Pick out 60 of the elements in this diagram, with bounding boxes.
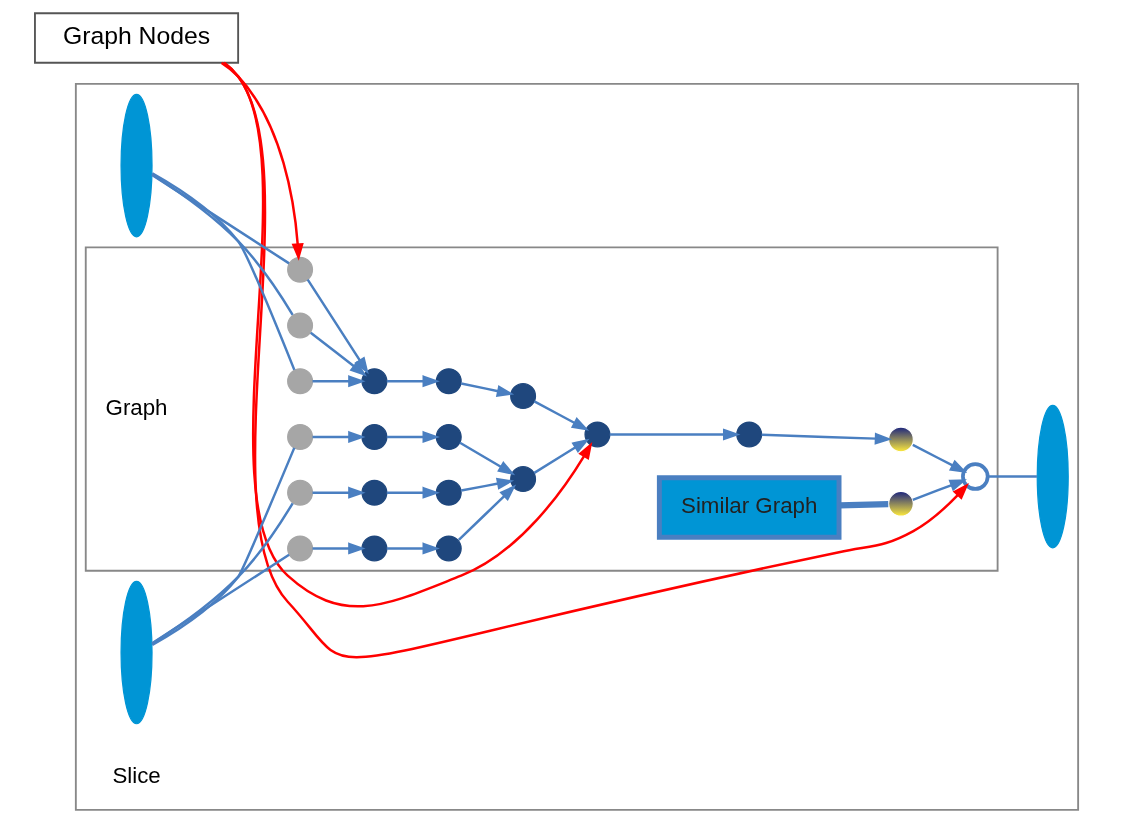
connector <box>839 501 889 509</box>
arrow <box>312 542 366 555</box>
connector <box>151 553 290 645</box>
node-circle <box>435 479 462 506</box>
node-box: Similar Graph <box>656 475 842 540</box>
arrow <box>312 486 366 499</box>
connector <box>151 447 296 646</box>
connector <box>151 173 294 316</box>
node-circle <box>287 479 314 506</box>
node-circle <box>287 423 314 450</box>
node-ellipse <box>120 580 153 725</box>
node-circle <box>287 535 314 562</box>
connector <box>987 475 1037 478</box>
node-ellipse <box>120 93 153 238</box>
node-circle <box>435 368 462 395</box>
node-circle <box>361 479 388 506</box>
node-circle <box>435 423 462 450</box>
arrow <box>386 430 440 444</box>
arrow <box>459 441 516 476</box>
arrow <box>223 61 969 659</box>
arrow <box>309 331 367 377</box>
node-ellipse <box>1036 404 1069 549</box>
arrow <box>609 428 741 441</box>
node-circle <box>287 256 314 283</box>
arrow <box>761 432 893 445</box>
connector <box>151 172 296 371</box>
arrow <box>386 542 440 555</box>
node-circle <box>361 535 388 562</box>
arrow <box>533 438 590 474</box>
arrow <box>457 484 517 541</box>
node-circle <box>887 426 914 453</box>
arrow <box>386 486 440 499</box>
node-circle <box>361 423 388 450</box>
node-circle <box>510 466 537 493</box>
arrow <box>312 430 366 444</box>
node-circle <box>287 368 314 395</box>
node-box: Graph Nodes <box>34 12 240 64</box>
cluster <box>74 82 1080 811</box>
node-circle <box>736 421 763 448</box>
arrow <box>912 479 967 501</box>
arrow <box>461 477 515 492</box>
connector <box>151 502 294 645</box>
arrow <box>533 400 590 431</box>
node-circle <box>961 462 990 491</box>
label: Graph <box>105 395 168 421</box>
arrow <box>220 61 304 261</box>
arrow <box>386 375 440 388</box>
arrow <box>460 382 515 397</box>
arrow <box>912 443 968 474</box>
arrow <box>306 278 369 375</box>
node-circle <box>361 368 388 395</box>
node-circle <box>510 383 537 410</box>
cluster <box>84 246 999 572</box>
node-circle <box>887 490 914 517</box>
node-circle <box>435 535 462 562</box>
arrow <box>312 375 366 388</box>
node-circle <box>287 312 314 339</box>
label: Slice <box>112 763 161 789</box>
node-circle <box>584 421 611 448</box>
connector <box>151 173 290 265</box>
